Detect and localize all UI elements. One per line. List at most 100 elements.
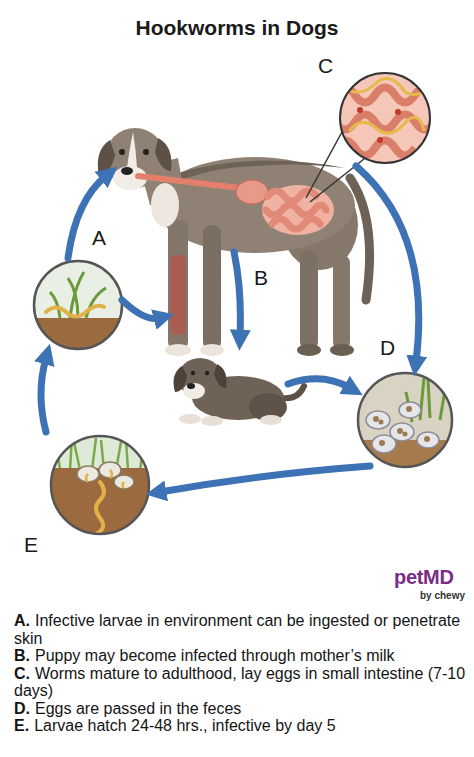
dog-figure: [127, 132, 137, 168]
item-text: Infective larvae in environment can be i…: [14, 612, 460, 647]
hatching-inset: [51, 436, 149, 534]
dog-figure: [155, 138, 171, 171]
brand-logo: petMD: [394, 566, 454, 589]
callout-letter: D: [380, 336, 395, 360]
item-text: Puppy may become infected through mother…: [35, 647, 395, 664]
cycle-arrows: [41, 358, 46, 432]
intestine-inset: [340, 73, 430, 163]
callout-letter: C: [318, 54, 333, 78]
cycle-arrows: [68, 176, 106, 258]
item-key: D.: [14, 700, 30, 717]
callout-letter: E: [24, 533, 38, 557]
puppy-figure: [174, 358, 304, 426]
item-text: Larvae hatch 24-48 hrs., infective by da…: [34, 717, 336, 734]
eggs-inset: [366, 411, 390, 429]
dog-figure: [121, 167, 133, 175]
eggs-inset: [403, 432, 408, 437]
digestive-tract: [138, 176, 240, 188]
larvae-inset: [50, 272, 106, 318]
cycle-arrows: [41, 166, 419, 492]
eggs-inset: [357, 372, 453, 470]
puppy-figure: [282, 386, 304, 398]
cycle-arrows: [288, 379, 350, 388]
dog-figure: [165, 344, 191, 356]
puppy-figure: [183, 383, 205, 399]
larvae-inset: [30, 318, 130, 358]
diagram-title: Hookworms in Dogs: [0, 16, 474, 40]
intestine-inset: [377, 137, 383, 143]
dog-figure: [203, 225, 221, 350]
dog-figure: [168, 220, 188, 350]
hatching-inset: [50, 468, 150, 538]
larvae-inset: [34, 261, 122, 349]
item-key: B.: [14, 647, 30, 664]
eggs-inset: [379, 440, 385, 446]
hatching-inset: [50, 435, 150, 538]
puppy-figure: [179, 414, 201, 424]
puppy-figure: [214, 364, 227, 388]
eggs-inset: [372, 435, 396, 453]
hatching-inset: [86, 470, 124, 488]
item-key: C.: [14, 665, 30, 682]
eggs-inset: [406, 406, 412, 412]
puppy-figure: [187, 383, 195, 389]
digestive-tract: [236, 180, 268, 204]
larvae-inset: [30, 255, 130, 358]
eggs-inset: [424, 436, 430, 442]
dog-figure: [297, 344, 321, 356]
eggs-inset: [373, 416, 379, 422]
eggs-inset: [358, 373, 452, 467]
intestine-inset: [335, 70, 435, 165]
dog-figure: [300, 250, 318, 350]
caption-item: A.Infective larvae in environment can be…: [14, 612, 466, 647]
intestine-inset: [345, 79, 425, 95]
hatching-inset: [96, 482, 104, 534]
dog-figure: [98, 140, 115, 176]
eggs-inset: [399, 402, 421, 418]
dog-figure: [170, 255, 186, 335]
callout-letter: B: [254, 266, 268, 290]
caption-item: D. Eggs are passed in the feces: [14, 700, 466, 718]
intestine-inset: [395, 109, 401, 115]
cycle-arrows: [356, 166, 419, 362]
eggs-inset: [379, 420, 384, 425]
dog-figure: [98, 128, 370, 356]
digestive-tract: [138, 176, 334, 235]
larvae-inset: [30, 255, 130, 358]
caption-item: C.Worms mature to adulthood, lay eggs in…: [14, 665, 466, 700]
dog-figure: [330, 344, 354, 356]
intestine-inset: [306, 132, 342, 198]
item-key: E.: [14, 717, 29, 734]
larvae-inset: [46, 306, 104, 317]
cycle-arrows: [160, 466, 370, 492]
dog-figure: [143, 149, 149, 155]
dog-figure: [119, 149, 125, 155]
item-text: Eggs are passed in the feces: [35, 700, 241, 717]
eggs-inset: [357, 372, 453, 470]
puppy-figure: [201, 416, 223, 426]
callout-letter: A: [92, 226, 106, 250]
caption-list: A.Infective larvae in environment can be…: [14, 612, 466, 735]
cycle-arrows: [122, 300, 160, 319]
hatching-inset: [56, 436, 144, 470]
caption-item: B. Puppy may become infected through moth…: [14, 647, 466, 665]
dog-figure: [333, 255, 350, 350]
intestine-inset: [350, 117, 424, 133]
puppy-figure: [191, 371, 195, 375]
intestine-inset: [357, 107, 363, 113]
hatching-inset: [50, 435, 150, 538]
puppy-figure: [205, 371, 209, 375]
dog-figure: [151, 183, 179, 227]
eggs-inset: [397, 428, 403, 434]
eggs-inset: [417, 432, 439, 448]
item-text: Worms mature to adulthood, lay eggs in s…: [14, 665, 465, 700]
dog-figure: [200, 344, 224, 356]
brand-tagline: by chewy: [420, 590, 465, 601]
cycle-arrows: [234, 252, 240, 336]
caption-item: E. Larvae hatch 24-48 hrs., infective by …: [14, 717, 466, 735]
item-key: A.: [14, 612, 30, 629]
puppy-figure: [260, 415, 282, 425]
digestive-tract: [262, 185, 334, 235]
